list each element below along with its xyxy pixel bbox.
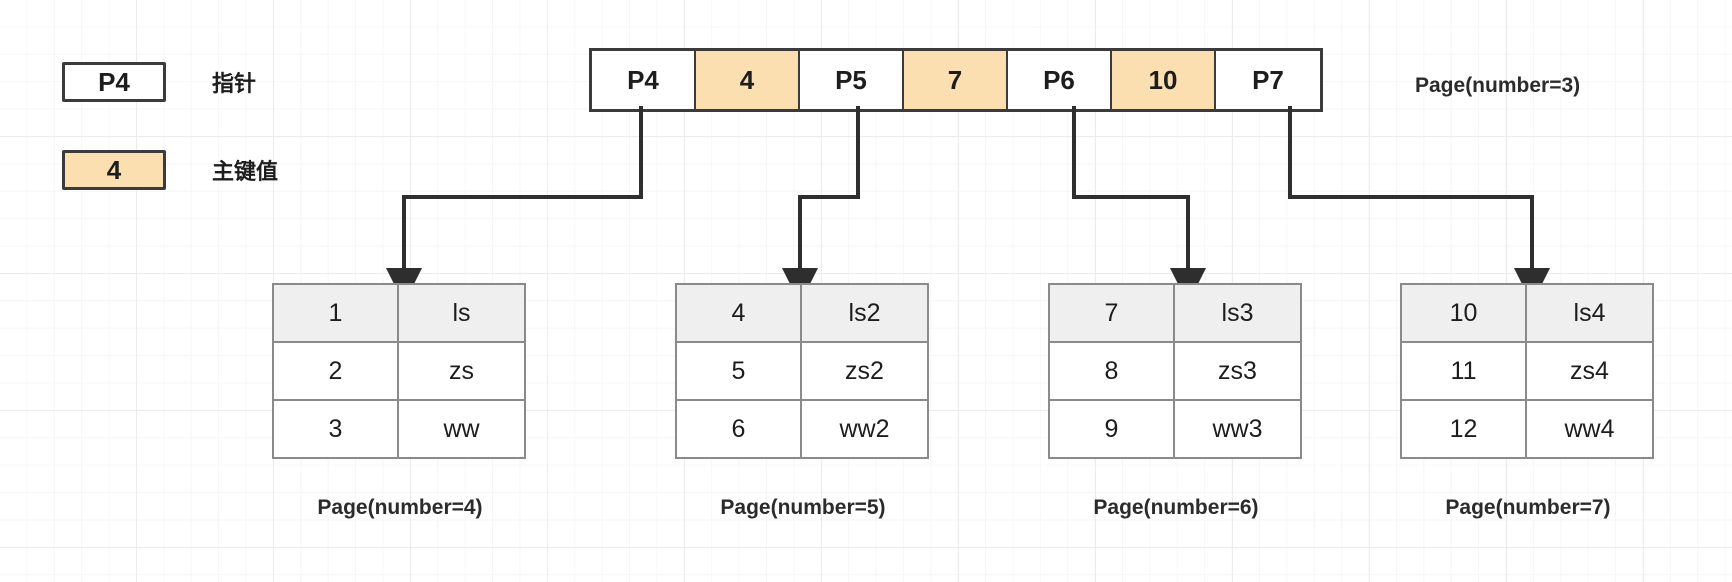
row-name-cell: ww4 <box>1527 401 1652 457</box>
row-name-cell: ls4 <box>1527 285 1652 341</box>
row-id-cell: 9 <box>1050 401 1175 457</box>
row-name-cell: zs <box>399 343 524 399</box>
row-id-cell: 12 <box>1402 401 1527 457</box>
row-id-cell: 7 <box>1050 285 1175 341</box>
legend-key-box: 4 <box>62 150 166 190</box>
legend-key-box-label: 4 <box>106 154 122 185</box>
root-pointer-cell-2: P5 <box>800 51 904 109</box>
link-p7-to-page7 <box>1288 106 1550 304</box>
row-name-cell: zs2 <box>802 343 927 399</box>
row-name-cell: ww2 <box>802 401 927 457</box>
root-key-cell-1: 4 <box>696 51 800 109</box>
row-name-cell: ww <box>399 401 524 457</box>
row-name-cell: ls2 <box>802 285 927 341</box>
row-id-cell: 10 <box>1402 285 1527 341</box>
row-id-cell: 11 <box>1402 343 1527 399</box>
row-id-cell: 2 <box>274 343 399 399</box>
legend-pointer-box: P4 <box>62 62 166 102</box>
leaf-page-label-7: Page(number=7) <box>1445 496 1611 519</box>
legend-pointer-text: 指针 <box>212 71 257 96</box>
row-id-cell: 5 <box>677 343 802 399</box>
legend-pointer-box-label: P4 <box>98 66 130 97</box>
link-p6-to-page6 <box>1072 106 1206 304</box>
row-id-cell: 3 <box>274 401 399 457</box>
row-name-cell: ls <box>399 285 524 341</box>
root-key-cell-5: 10 <box>1112 51 1216 109</box>
link-p5-to-page5 <box>782 106 860 304</box>
root-page-label: Page(number=3) <box>1415 74 1581 97</box>
root-pointer-cell-0: P4 <box>592 51 696 109</box>
leaf-page-label-4: Page(number=4) <box>317 496 483 519</box>
root-pointer-cell-4: P6 <box>1008 51 1112 109</box>
row-name-cell: zs3 <box>1175 343 1300 399</box>
root-pointer-cell-6: P7 <box>1216 51 1320 109</box>
row-id-cell: 8 <box>1050 343 1175 399</box>
row-name-cell: ww3 <box>1175 401 1300 457</box>
row-id-cell: 1 <box>274 285 399 341</box>
row-name-cell: zs4 <box>1527 343 1652 399</box>
link-p4-to-page4 <box>386 106 643 304</box>
root-key-cell-3: 7 <box>904 51 1008 109</box>
row-name-cell: ls3 <box>1175 285 1300 341</box>
leaf-page-label-5: Page(number=5) <box>720 496 886 519</box>
legend-key-text: 主键值 <box>212 159 279 184</box>
leaf-page-label-6: Page(number=6) <box>1093 496 1259 519</box>
row-id-cell: 4 <box>677 285 802 341</box>
row-id-cell: 6 <box>677 401 802 457</box>
